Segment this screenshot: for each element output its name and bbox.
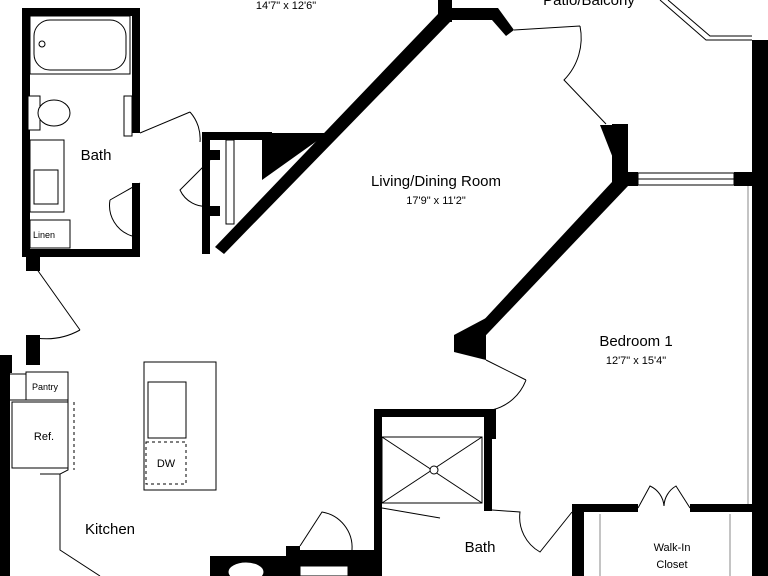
wall-top-stub bbox=[438, 0, 452, 22]
wall-patio-top bbox=[452, 8, 514, 36]
wall-bottom-b bbox=[286, 546, 300, 576]
wall-bath1-stub bbox=[26, 255, 40, 271]
wall-bedroom-top-right bbox=[734, 172, 754, 186]
bedroom-label: Bedroom 1 bbox=[599, 333, 672, 350]
vanity-bath1 bbox=[29, 139, 65, 213]
wall-bedroom-stub bbox=[454, 318, 486, 360]
wall-bedroom-top-left bbox=[612, 172, 638, 186]
bathtub-drain bbox=[38, 40, 46, 48]
bath1-label: Bath bbox=[81, 147, 112, 164]
shower-glass bbox=[381, 507, 441, 519]
living-room-label: Living/Dining Room bbox=[371, 173, 501, 190]
walkin-closet-label-line2: Closet bbox=[656, 559, 687, 571]
kitchen-island bbox=[143, 361, 217, 491]
sink-bath1 bbox=[33, 169, 59, 205]
door-bath2 bbox=[491, 509, 573, 553]
living-room-dimensions: 17'9" x 11'2" bbox=[406, 195, 466, 207]
island-sink bbox=[147, 381, 187, 439]
fixtures bbox=[10, 15, 749, 576]
door-closet bbox=[179, 159, 211, 207]
wall-bath1-bottom bbox=[22, 249, 140, 257]
door-entry bbox=[35, 267, 81, 340]
kitchen-counter-inner bbox=[10, 399, 60, 475]
bathtub bbox=[29, 15, 131, 75]
door-bath1-swing bbox=[139, 111, 201, 143]
kitchen-label: Kitchen bbox=[85, 521, 135, 538]
door-bath1-lower bbox=[109, 182, 141, 237]
wall-diagonal-upper bbox=[215, 14, 450, 254]
door-patio bbox=[513, 25, 607, 125]
wall-diagonal-bedroom bbox=[454, 182, 628, 352]
wall-bath2-right bbox=[484, 409, 492, 511]
wall-closet-stub bbox=[202, 150, 220, 160]
doors bbox=[35, 0, 752, 553]
window-closet bbox=[225, 139, 235, 225]
door-walkin bbox=[637, 485, 691, 509]
patio-rail-inner bbox=[667, 0, 752, 37]
wall-closet-stub2 bbox=[202, 206, 220, 216]
wall-bath2-top bbox=[380, 409, 490, 417]
labels: 14'7" x 12'6" Patio/Balcony Living/Dinin… bbox=[32, 0, 690, 571]
window-bath1 bbox=[123, 95, 133, 137]
linen-label: Linen bbox=[33, 230, 55, 240]
bath2-label: Bath bbox=[465, 539, 496, 556]
pantry-label: Pantry bbox=[32, 382, 59, 392]
toilet-bowl bbox=[37, 99, 71, 127]
patio-rail bbox=[659, 0, 752, 41]
pantry-box bbox=[25, 371, 69, 401]
wall-closet-top bbox=[202, 132, 272, 140]
wall-walkin-left bbox=[572, 504, 584, 576]
wall-patio-column bbox=[612, 124, 628, 184]
dishwasher-outline bbox=[145, 441, 187, 485]
wall-bath2-left bbox=[374, 409, 382, 576]
top-room-dimensions: 14'7" x 12'6" bbox=[256, 0, 316, 12]
wall-walkin-top-right bbox=[690, 504, 756, 512]
bottom-fixture-b bbox=[299, 565, 349, 576]
wall-kitchen-stub bbox=[26, 335, 40, 365]
wall-bath1-right-upper bbox=[132, 8, 140, 133]
door-bottom bbox=[299, 511, 353, 551]
wall-bath2-vert-right bbox=[484, 409, 496, 439]
door-bedroom bbox=[485, 359, 527, 411]
wall-bath1-top bbox=[22, 8, 140, 16]
fridge-box bbox=[11, 401, 69, 469]
bathtub-inner bbox=[33, 19, 127, 71]
walkin-closet-label-line1: Walk-In bbox=[654, 542, 691, 554]
patio-label: Patio/Balcony bbox=[543, 0, 635, 9]
bottom-fixture-a bbox=[227, 561, 265, 576]
ref-label: Ref. bbox=[34, 431, 54, 443]
wall-exterior-right bbox=[752, 40, 768, 576]
shower-drain bbox=[429, 465, 439, 475]
wall-wedge bbox=[262, 133, 328, 180]
wall-walkin-top bbox=[572, 504, 638, 512]
wall-closet-left bbox=[202, 132, 210, 254]
wall-kitchen-left bbox=[0, 355, 10, 576]
wall-bath1-right-lower bbox=[132, 183, 140, 255]
bedroom-dimensions: 12'7" x 15'4" bbox=[606, 355, 666, 367]
dishwasher-label: DW bbox=[157, 458, 176, 470]
linen-shelf bbox=[29, 219, 71, 249]
wall-bath1-left bbox=[22, 12, 30, 257]
